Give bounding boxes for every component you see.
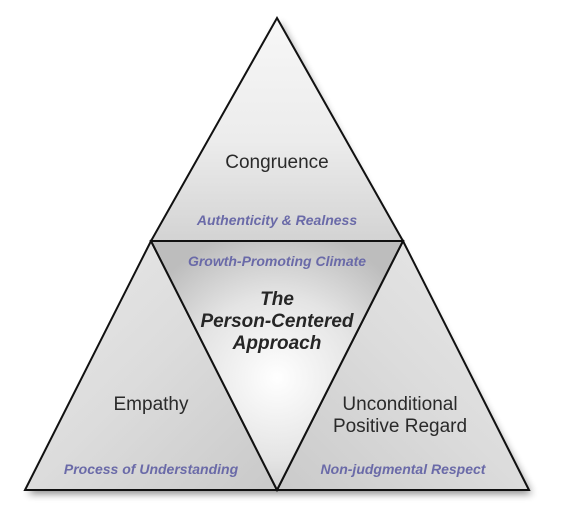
center-title-line3: Approach [232, 333, 322, 354]
congruence-title: Congruence [225, 152, 329, 173]
top-triangle [149, 15, 405, 242]
center-title-line2: Person-Centered [200, 311, 354, 332]
center-triangle [149, 240, 405, 493]
empathy-title: Empathy [113, 394, 189, 415]
unconditional-subtitle: Non-judgmental Respect [320, 461, 486, 477]
center-caption: Growth-Promoting Climate [187, 253, 367, 269]
congruence-subtitle: Authenticity & Realness [196, 212, 358, 228]
unconditional-title-line1: Unconditional [342, 394, 458, 415]
empathy-subtitle: Process of Understanding [63, 461, 239, 477]
center-title-line1: The [260, 289, 294, 310]
unconditional-title-line2: Positive Regard [332, 416, 468, 437]
